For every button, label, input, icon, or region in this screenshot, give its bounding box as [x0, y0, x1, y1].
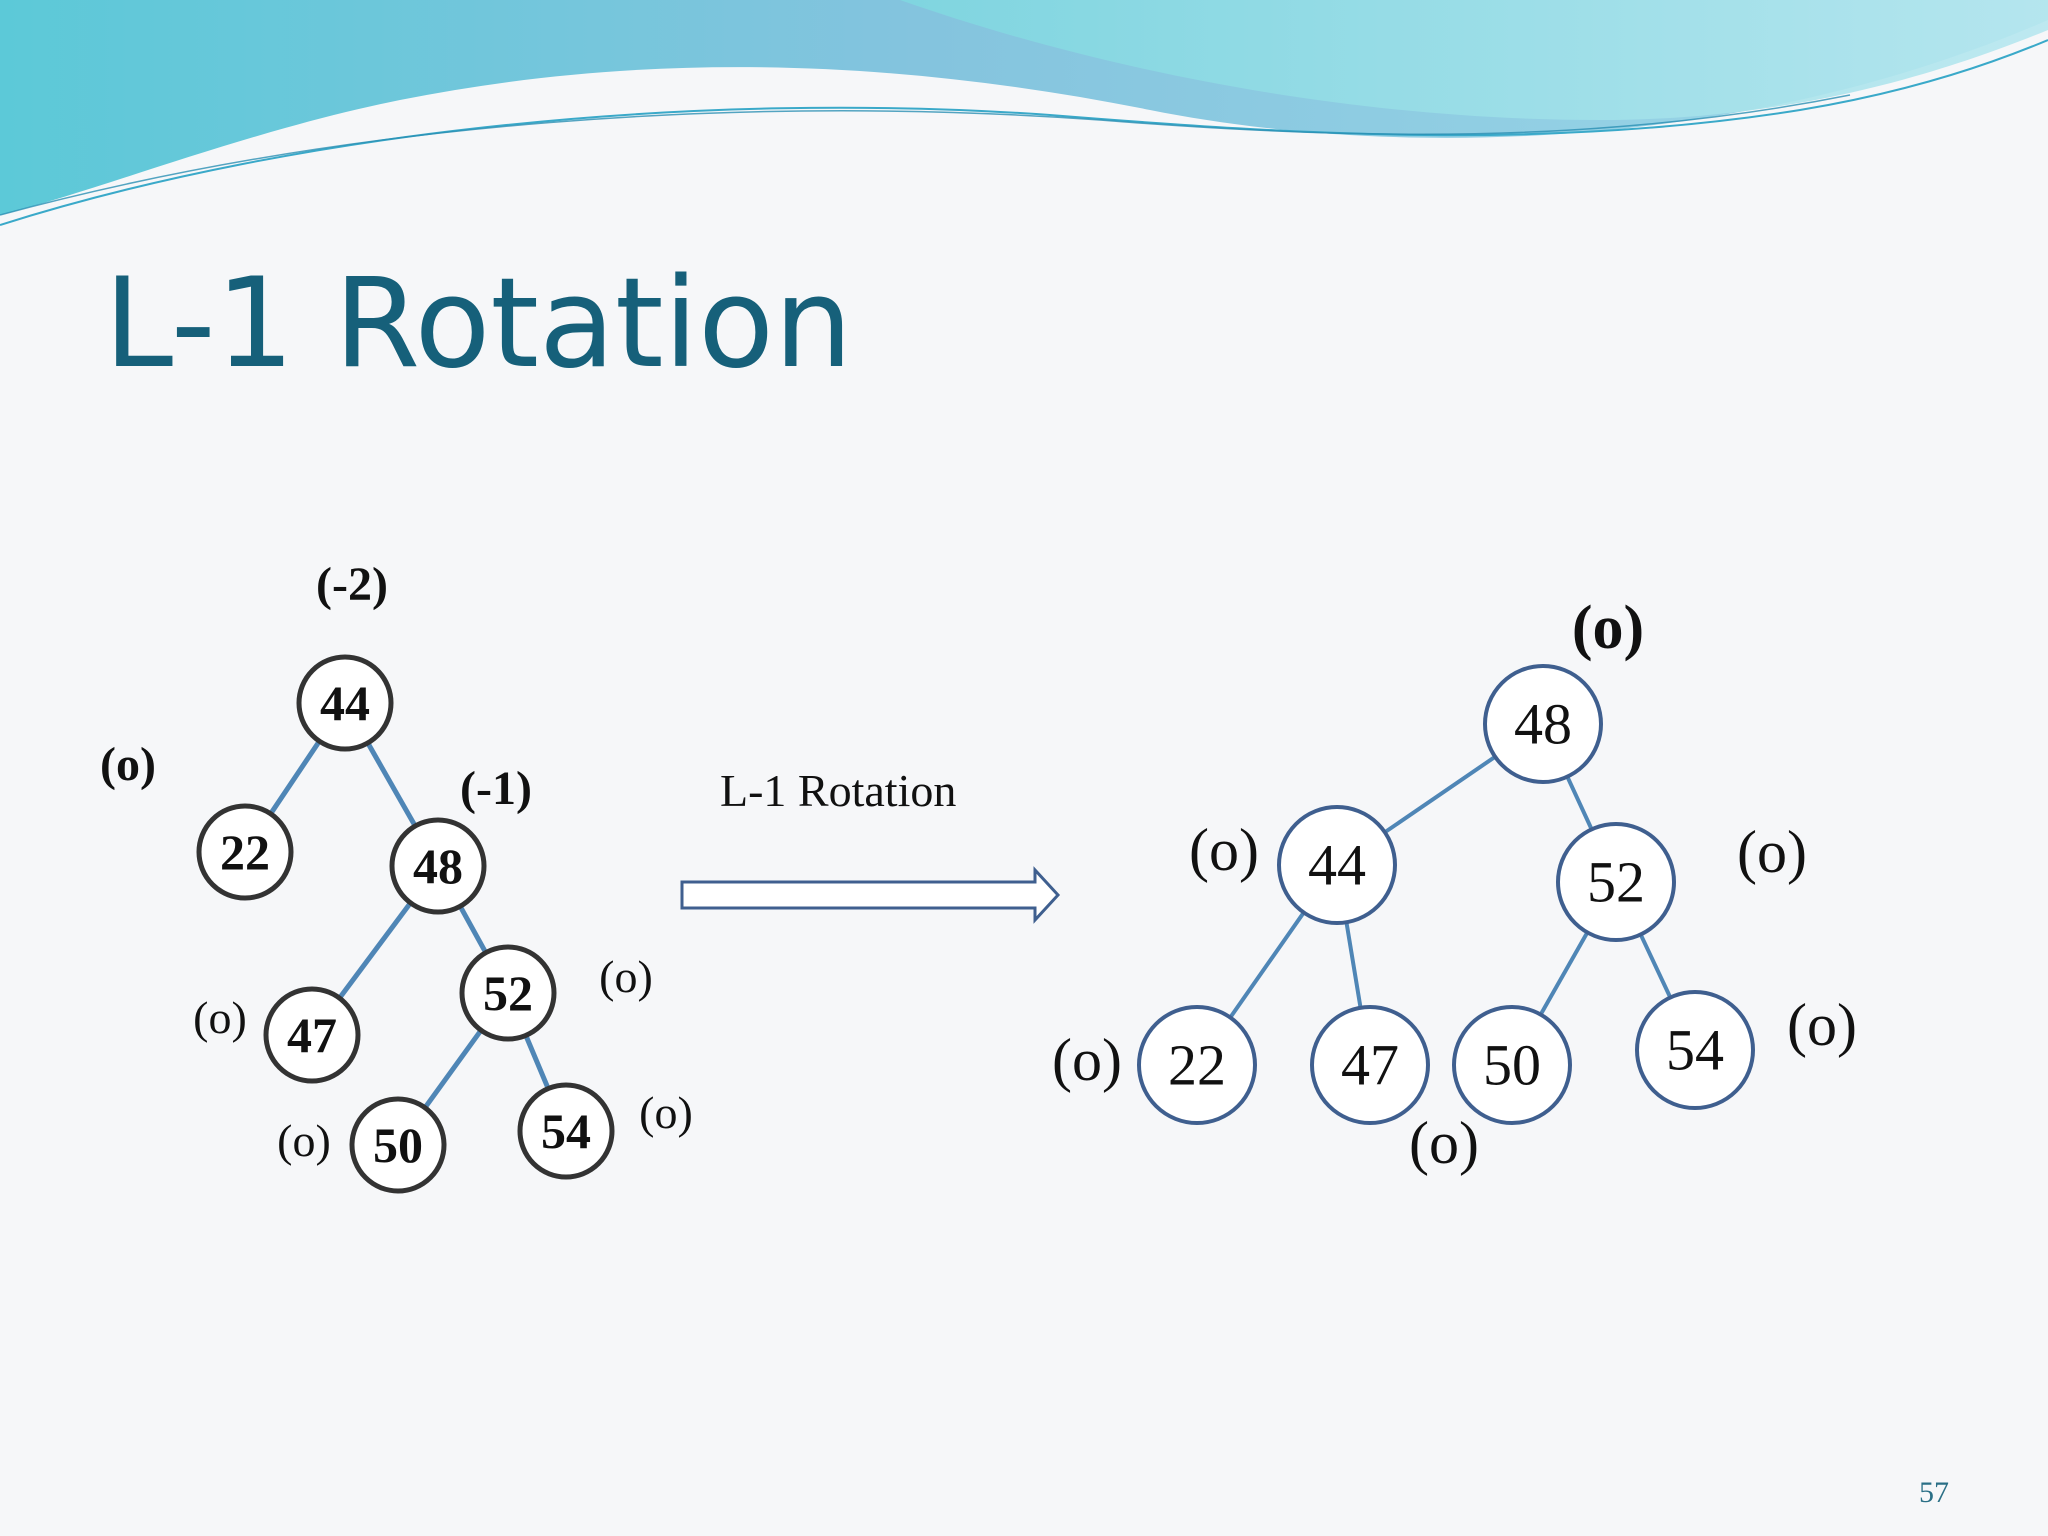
after-balance-22: (o)	[1052, 1027, 1122, 1093]
before-edge-44-48	[358, 729, 422, 835]
before-node-47	[263, 986, 361, 1084]
before-node-48	[389, 817, 487, 915]
after-node-label-54: 54	[1666, 1018, 1724, 1083]
after-balance-52: (o)	[1737, 819, 1807, 885]
before-balance-48: (-1)	[460, 762, 532, 815]
after-node-label-50: 50	[1483, 1033, 1541, 1098]
after-edge-44-22	[1224, 899, 1314, 1026]
after-edge-44-47	[1342, 908, 1364, 1016]
after-node-50	[1452, 1005, 1572, 1125]
before-node-label-52: 52	[483, 965, 533, 1021]
after-node-label-52: 52	[1587, 850, 1645, 915]
before-node-22	[196, 803, 294, 901]
after-edge-52-50	[1534, 919, 1596, 1023]
before-node-label-44: 44	[320, 675, 370, 731]
before-edge-52-50	[418, 1017, 492, 1116]
before-balance-50: (o)	[277, 1115, 331, 1166]
after-node-54	[1635, 990, 1755, 1110]
before-balance-54: (o)	[639, 1087, 693, 1138]
after-node-22	[1137, 1005, 1257, 1125]
before-node-52	[459, 944, 557, 1042]
right-arrow-icon	[680, 866, 1061, 924]
before-node-54	[517, 1082, 615, 1180]
after-balance-54: (o)	[1787, 992, 1857, 1058]
slide-title: L-1 Rotation	[104, 252, 853, 396]
after-node-52	[1556, 822, 1676, 942]
before-node-label-50: 50	[373, 1117, 423, 1173]
before-node-44	[296, 654, 394, 752]
before-tree: 44 (-2) 22 (o) 48 (-1) 47 (o) 52 (o) 50 (o) 54 (o)	[100, 558, 693, 1194]
after-balance-48: (o)	[1572, 594, 1644, 662]
after-node-label-47: 47	[1341, 1033, 1399, 1098]
before-node-label-47: 47	[287, 1007, 337, 1063]
after-node-label-44: 44	[1308, 833, 1366, 898]
before-node-label-54: 54	[541, 1103, 591, 1159]
before-balance-22: (o)	[100, 738, 156, 791]
after-node-label-48: 48	[1514, 692, 1572, 757]
before-edge-48-47	[332, 890, 421, 1007]
before-node-label-48: 48	[413, 838, 463, 894]
after-node-label-22: 22	[1168, 1033, 1226, 1098]
rotation-arrow-group: L-1 Rotation	[680, 765, 1061, 924]
page-number: 57	[1919, 1476, 1949, 1509]
before-node-label-22: 22	[220, 824, 270, 880]
before-node-50	[349, 1096, 447, 1194]
before-balance-44: (-2)	[316, 558, 388, 611]
after-edge-48-44	[1377, 747, 1508, 839]
before-edge-44-22	[264, 728, 330, 822]
after-balance-44: (o)	[1189, 817, 1259, 883]
before-balance-47: (o)	[193, 992, 247, 1043]
after-balance-47: (o)	[1409, 1110, 1479, 1176]
after-node-44	[1277, 805, 1397, 925]
after-node-48	[1483, 664, 1603, 784]
arrow-label: L-1 Rotation	[720, 765, 956, 816]
before-balance-52: (o)	[599, 951, 653, 1002]
after-node-47	[1310, 1005, 1430, 1125]
